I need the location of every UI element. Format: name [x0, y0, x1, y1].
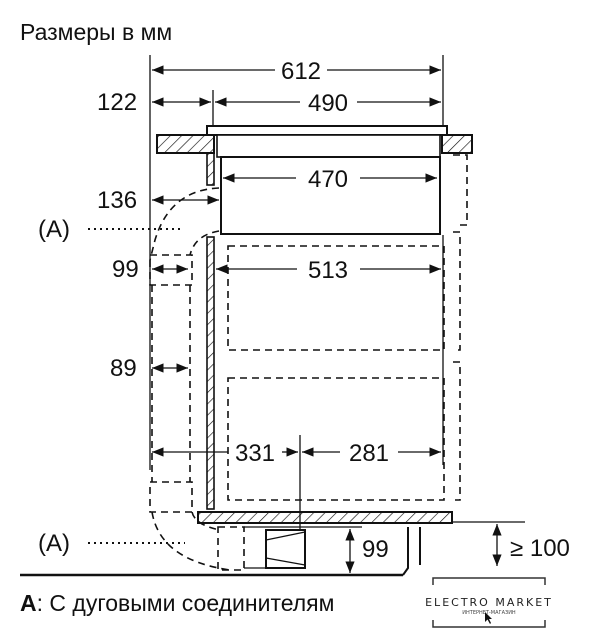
hob: [206, 125, 448, 235]
dimension-470: 470: [223, 166, 437, 193]
footnote: A: С дуговыми соединителям: [20, 590, 334, 616]
dim-label-513: 513: [308, 257, 348, 284]
diagram-title: Размеры в мм: [20, 19, 172, 45]
dimension-281: 281: [302, 440, 441, 467]
cabinet-side: [206, 236, 215, 510]
dimension-min-gap: ≥ 100: [492, 524, 570, 566]
dim-label-99-duct: 99: [112, 256, 139, 283]
watermark-sub: ИНТЕРНЕТ-МАГАЗИН: [462, 610, 516, 616]
dim-label-331: 331: [235, 440, 275, 467]
cursor-icon: [485, 612, 492, 624]
dim-label-612: 612: [281, 58, 321, 85]
dimension-513: 513: [216, 257, 441, 284]
dimension-99-fan: 99: [345, 529, 389, 573]
dim-label-99-fan: 99: [362, 536, 389, 563]
fan-unit: [244, 526, 362, 569]
cabinet-side-upper: [206, 152, 215, 186]
footnote-text: : С дуговыми соединителям: [37, 590, 335, 616]
dimension-122: 122: [97, 89, 211, 116]
callout-a-top: (A): [38, 216, 70, 243]
dim-label-89: 89: [110, 355, 137, 382]
dimension-89: 89: [110, 355, 188, 382]
watermark-logo: ELECTRO MARKET ИНТЕРНЕТ-МАГАЗИН: [408, 577, 563, 632]
dim-label-470: 470: [308, 166, 348, 193]
footnote-key: A: [20, 590, 37, 616]
dimension-490: 490: [215, 90, 441, 117]
plinth-leg: [402, 527, 409, 576]
cabinet-bottom: [197, 511, 453, 524]
dimension-99-duct: 99: [112, 256, 188, 283]
dimension-136: 136: [97, 187, 219, 214]
dim-label-min-gap: ≥ 100: [510, 535, 570, 562]
drawer-upper: [227, 245, 445, 351]
callout-a-bottom: (A): [38, 530, 70, 557]
dim-label-281: 281: [349, 440, 389, 467]
dimension-612: 612: [152, 58, 441, 85]
worktop-right: [441, 134, 473, 154]
drawer-front-3: [453, 361, 461, 501]
worktop-left: [156, 134, 215, 154]
drawer-front-1: [453, 154, 468, 226]
dim-label-122: 122: [97, 89, 137, 116]
dim-label-490: 490: [308, 90, 348, 117]
dim-label-136: 136: [97, 187, 137, 214]
drawer-lower: [227, 377, 445, 501]
dimension-331: 331: [152, 440, 298, 467]
watermark-brand: ELECTRO MARKET: [425, 596, 553, 609]
drawer-front-2: [453, 231, 461, 351]
